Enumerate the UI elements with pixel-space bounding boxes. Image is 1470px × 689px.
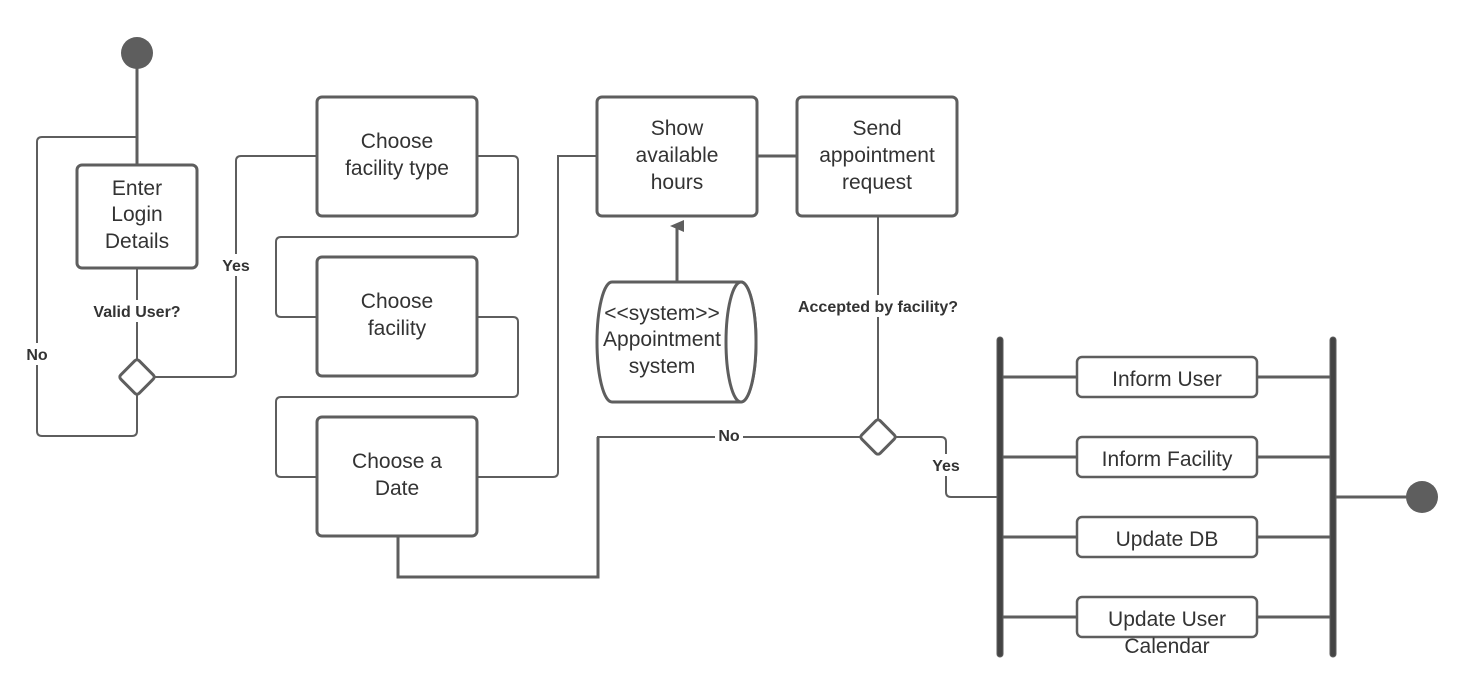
activity-inform-user[interactable]: Inform User	[1075, 355, 1259, 399]
activity-text-line: hours	[651, 171, 704, 194]
activity-update-db[interactable]: Update DB	[1075, 515, 1259, 559]
activity-text-line: Choose	[361, 130, 433, 153]
decision-accepted[interactable]	[859, 418, 897, 456]
activity-text-line: Send	[852, 117, 901, 140]
activity-text-line: Enter	[112, 177, 162, 200]
activity-text-line: available	[636, 144, 719, 167]
system-text-line: Appointment	[603, 328, 721, 351]
activity-text-line: Choose a	[352, 450, 442, 473]
activity-text-line: Update DB	[1116, 528, 1219, 551]
edge-label-no: No	[26, 347, 48, 364]
activity-choose-date[interactable]: Choose a Date	[315, 415, 479, 538]
activity-inform-facility[interactable]: Inform Facility	[1075, 435, 1259, 479]
start-node	[121, 37, 153, 69]
activity-text-line: request	[842, 171, 912, 194]
edge-accepted-no-thick	[396, 437, 600, 579]
edge-type-to-facility	[275, 155, 519, 318]
edge-label-yes: Yes	[932, 458, 960, 475]
edge-date-to-hours	[477, 155, 598, 478]
edge-facility-to-date	[275, 316, 519, 478]
activity-text-line: Date	[375, 477, 419, 500]
activity-text-line: Choose	[361, 290, 433, 313]
edge-label-no: No	[718, 428, 740, 445]
activity-text-line: facility	[368, 317, 427, 340]
activity-send-request[interactable]: Send appointment request	[795, 95, 959, 218]
system-appointment[interactable]: <<system>> Appointment system	[595, 280, 758, 404]
activity-text-line: facility type	[345, 157, 449, 180]
system-text-line: system	[629, 355, 696, 378]
activity-text-line: Inform Facility	[1102, 448, 1233, 471]
system-text-line: <<system>>	[604, 302, 720, 325]
activity-choose-facility-type[interactable]: Choose facility type	[315, 95, 479, 218]
activity-update-calendar[interactable]: Update User Calendar	[1075, 595, 1259, 658]
activity-text-line: Login	[111, 203, 162, 226]
activity-choose-facility[interactable]: Choose facility	[315, 255, 479, 378]
activity-text-line: Update User	[1108, 608, 1226, 631]
edge-valid-no-loop	[36, 136, 138, 437]
fork-bar	[996, 336, 1004, 658]
decision-valid-user[interactable]	[118, 358, 156, 396]
decision-question-valid-user: Valid User?	[93, 304, 180, 321]
activity-show-hours[interactable]: Show available hours	[595, 95, 759, 218]
activity-text-line: Inform User	[1112, 368, 1222, 391]
join-bar	[1329, 336, 1337, 658]
decision-question-accepted: Accepted by facility?	[798, 299, 958, 316]
end-node	[1406, 481, 1438, 513]
activity-text-line: Calendar	[1124, 635, 1209, 658]
edge-label-yes: Yes	[222, 258, 250, 275]
activity-text-line: Details	[105, 230, 169, 253]
activity-text-line: Show	[651, 117, 704, 140]
activity-text-line: appointment	[819, 144, 935, 167]
activity-enter-login[interactable]: Enter Login Details	[75, 163, 199, 270]
